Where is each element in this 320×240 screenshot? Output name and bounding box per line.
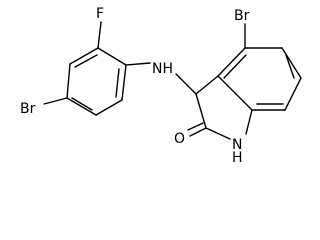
bond [284,77,302,111]
bond-c-br [43,97,68,105]
oxygen-label: O [174,131,185,147]
bond [195,93,207,129]
bond [217,47,246,77]
structure-canvas: Br F Br NH N H O [20,6,302,163]
double-bond [74,54,98,68]
benzo-ring [217,47,302,111]
bond-c-f [97,21,102,49]
carbonyl-bond [187,122,204,131]
double-bond [71,97,93,111]
bond [245,109,253,135]
bond [217,75,253,111]
bond-c-nh [125,62,151,66]
fluorine-label: F [96,6,104,22]
bond-nh-c3 [175,73,197,95]
bromine-label-left: Br [20,101,36,117]
bond [66,97,97,116]
bond [95,99,123,116]
amine-label: NH [152,61,173,77]
ring-nitrogen-label: N [232,137,242,153]
lactam-ring [195,75,253,140]
carbonyl-bond [189,127,207,137]
double-bond [285,54,295,79]
bond [97,47,127,66]
bond [121,64,127,101]
bond [69,47,99,65]
bond [66,63,71,99]
double-bond [223,54,247,79]
bromofluorophenyl-ring [66,47,127,116]
bond [281,47,302,79]
bond [195,75,219,95]
double-bond [115,68,120,98]
bond [205,127,231,140]
ring-hydrogen-label: H [232,150,243,163]
molecule-drawing: Br F Br NH N H O [20,6,302,163]
bromine-label-top: Br [234,8,250,24]
